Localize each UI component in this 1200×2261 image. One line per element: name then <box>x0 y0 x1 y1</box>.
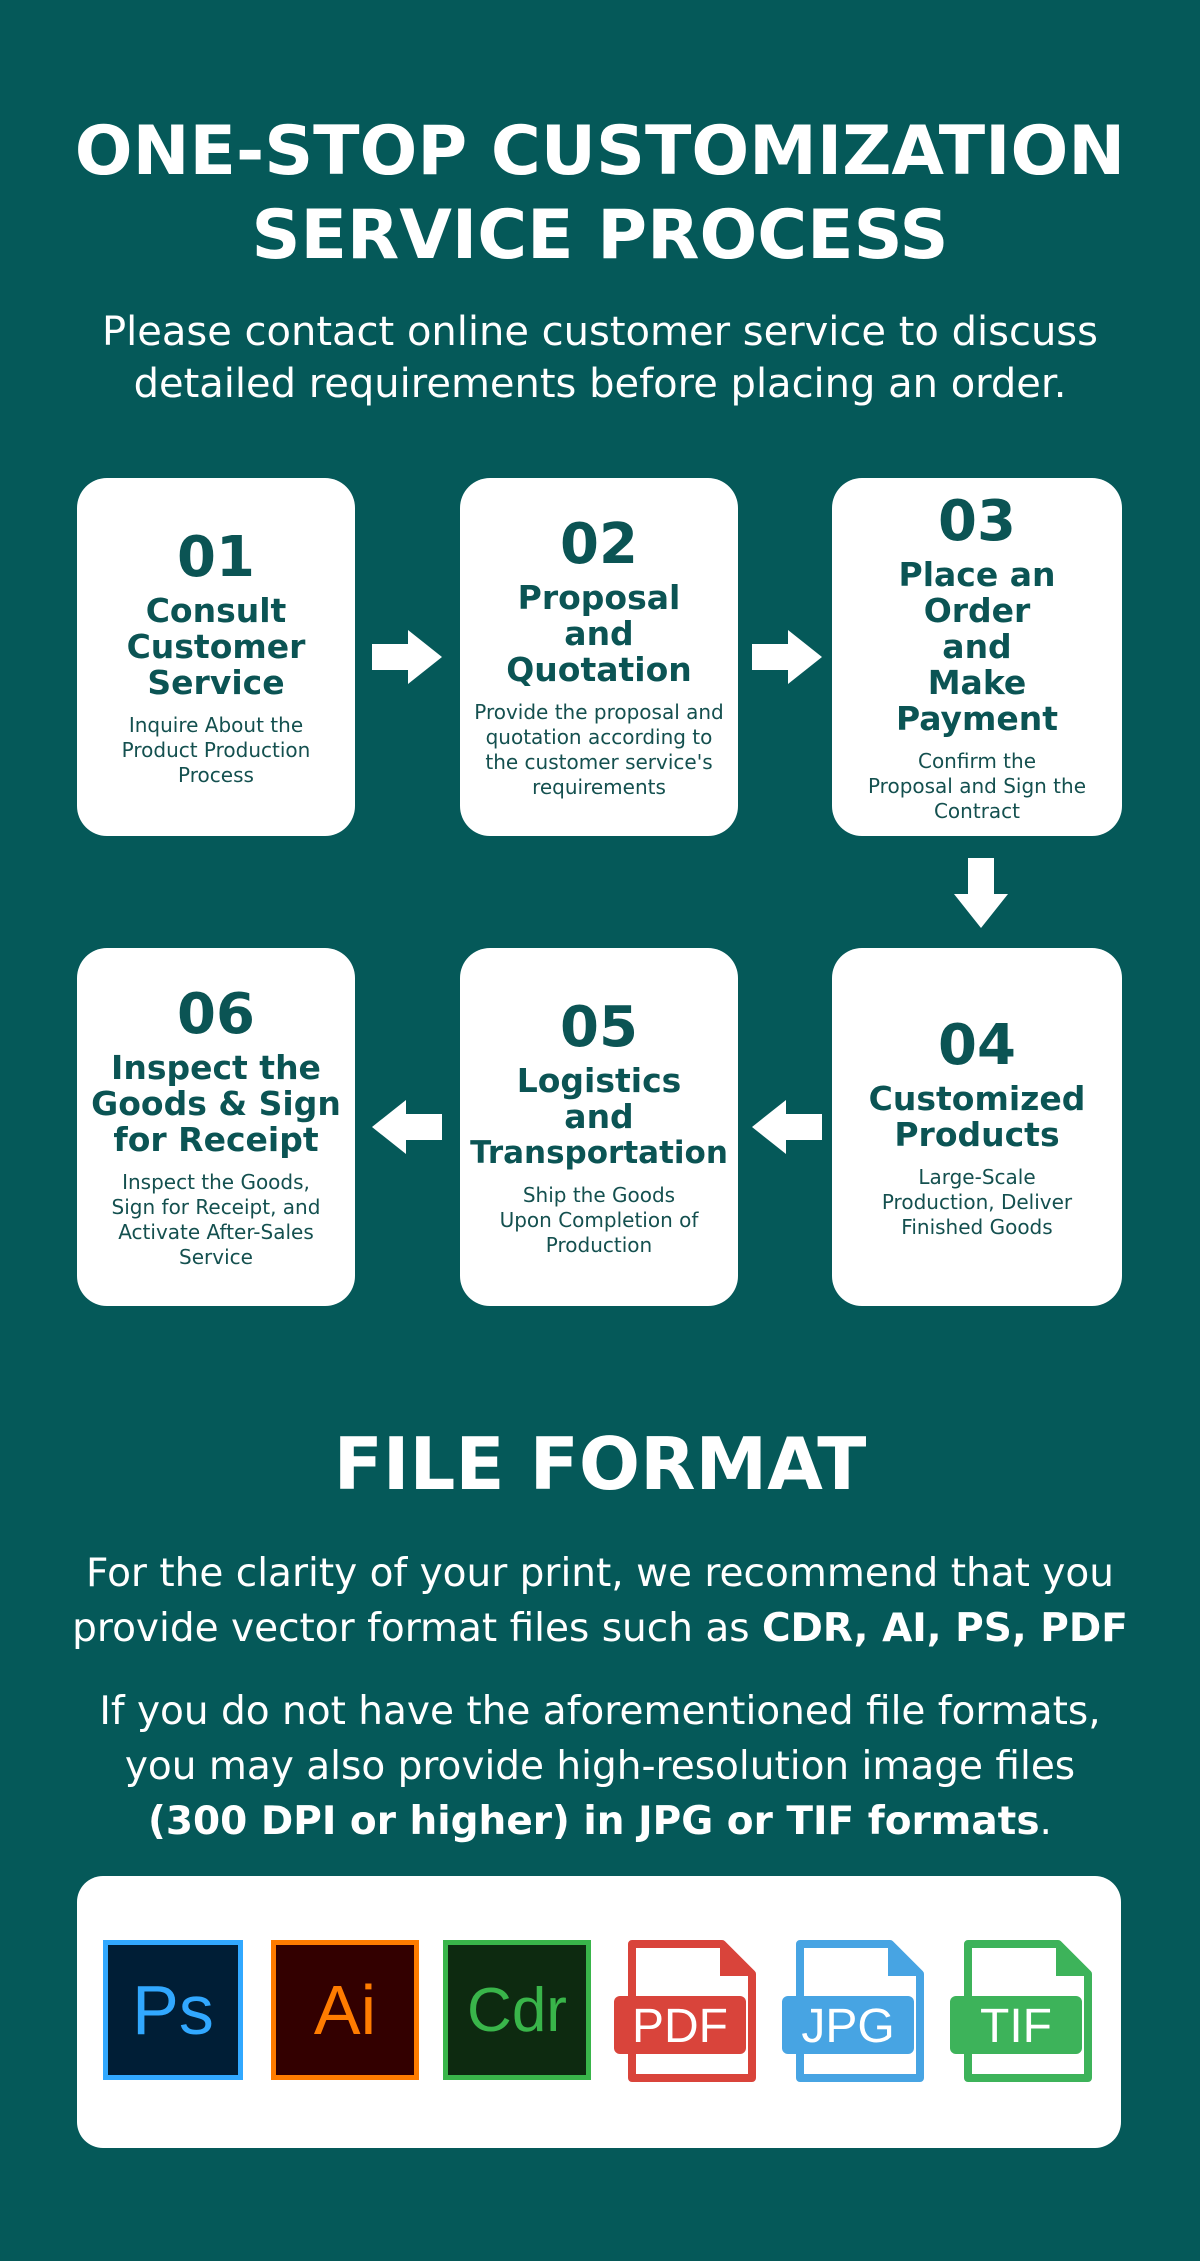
step-card-05: 05 Logistics and Transportation Ship the… <box>460 948 738 1306</box>
step-description: Ship the Goods Upon Completion of Produc… <box>500 1183 699 1258</box>
step-description: Inquire About the Product Production Pro… <box>122 713 311 788</box>
paragraph-line: If you do not have the aforementioned fi… <box>99 1689 1101 1734</box>
step-description: Large-Scale Production, Deliver Finished… <box>882 1165 1072 1240</box>
step-desc-line: Sign for Receipt, and <box>111 1195 321 1219</box>
page-title: ONE-STOP CUSTOMIZATION SERVICE PROCESS <box>0 110 1200 278</box>
arrow-down-icon <box>954 858 1008 928</box>
image-format-paragraph: If you do not have the aforementioned fi… <box>60 1684 1140 1849</box>
step-number: 04 <box>938 1012 1016 1078</box>
step-title-line: Inspect the <box>111 1048 321 1087</box>
step-title-line: and <box>564 1096 634 1136</box>
step-desc-line: Upon Completion of <box>499 1207 699 1232</box>
jpg-file-label: JPG <box>801 2000 894 2053</box>
subtitle-line: detailed requirements before placing an … <box>133 361 1067 407</box>
paragraph-line: For the clarity of your print, we recomm… <box>86 1551 1114 1596</box>
tif-file-icon: TIF <box>950 1940 1092 2082</box>
step-desc-line: Ship the Goods <box>522 1182 676 1207</box>
photoshop-icon: Ps <box>103 1940 243 2080</box>
step-desc-line: Process <box>178 762 254 787</box>
step-title: Customized Products <box>868 1078 1086 1154</box>
step-description: Confirm the Proposal and Sign the Contra… <box>868 749 1086 824</box>
pdf-file-icon: PDF <box>614 1940 756 2082</box>
step-number: 05 <box>560 994 638 1060</box>
arrow-left-icon <box>752 1100 822 1154</box>
step-description: Inspect the Goods, Sign for Receipt, and… <box>112 1170 321 1270</box>
step-desc-line: Inspect the Goods, <box>122 1170 310 1194</box>
vector-format-paragraph: For the clarity of your print, we recomm… <box>60 1546 1140 1656</box>
jpg-file-icon: JPG <box>782 1940 924 2082</box>
step-title-line: and <box>942 626 1012 666</box>
paragraph-line: provide vector format files such as <box>72 1606 762 1651</box>
step-number: 02 <box>560 512 638 577</box>
step-desc-line: Large-Scale <box>918 1164 1036 1189</box>
step-desc-line: Finished Goods <box>901 1214 1053 1239</box>
step-title-line: for Receipt <box>113 1120 319 1159</box>
step-desc-line: quotation according to <box>485 725 713 749</box>
step-title-line: Quotation <box>506 650 692 689</box>
step-title-line: Goods & Sign <box>91 1084 341 1123</box>
step-title-line: Make Payment <box>895 662 1059 738</box>
step-title-line: Logistics <box>516 1060 682 1100</box>
step-title-line: Place an Order <box>898 554 1056 630</box>
step-card-06: 06 Inspect the Goods & Sign for Receipt … <box>77 948 355 1306</box>
step-card-02: 02 Proposal and Quotation Provide the pr… <box>460 478 738 836</box>
step-desc-line: Activate After-Sales <box>118 1220 314 1244</box>
image-formats-text: (300 DPI or higher) in JPG or TIF format… <box>148 1799 1040 1844</box>
step-card-04: 04 Customized Products Large-Scale Produ… <box>832 948 1122 1306</box>
step-title-line: Service <box>147 662 285 702</box>
page-subtitle: Please contact online customer service t… <box>80 306 1120 410</box>
step-title: Consult Customer Service <box>126 590 306 702</box>
step-title-line: Customized <box>868 1078 1086 1118</box>
title-line: ONE-STOP CUSTOMIZATION <box>74 112 1126 191</box>
paragraph-line: you may also provide high-resolution ima… <box>124 1744 1076 1789</box>
photoshop-icon-label: Ps <box>132 1971 214 2049</box>
step-desc-line: Contract <box>933 798 1021 823</box>
step-title-line: Products <box>894 1114 1060 1154</box>
paragraph-period: . <box>1039 1799 1052 1844</box>
step-number: 01 <box>177 524 255 590</box>
step-desc-line: Production <box>545 1232 653 1257</box>
coreldraw-icon: Cdr <box>443 1940 591 2080</box>
step-description: Provide the proposal and quotation accor… <box>474 700 724 800</box>
step-desc-line: Proposal and Sign the <box>867 773 1087 798</box>
pdf-file-label: PDF <box>632 2000 728 2053</box>
step-card-01: 01 Consult Customer Service Inquire Abou… <box>77 478 355 836</box>
subtitle-line: Please contact online customer service t… <box>102 309 1098 355</box>
step-number: 03 <box>938 488 1016 554</box>
file-format-title: FILE FORMAT <box>333 1422 867 1506</box>
step-title: Logistics and Transportation <box>470 1060 728 1171</box>
step-desc-line: Production, Deliver <box>881 1189 1073 1214</box>
arrow-left-icon <box>372 1100 442 1154</box>
tif-file-label: TIF <box>980 2000 1052 2053</box>
step-desc-line: Product Production <box>121 737 311 762</box>
step-title-line: Transportation <box>470 1134 728 1171</box>
illustrator-icon: Ai <box>271 1940 419 2080</box>
step-title: Proposal and Quotation <box>506 580 692 688</box>
step-title: Inspect the Goods & Sign for Receipt <box>91 1050 341 1158</box>
arrow-right-icon <box>752 630 822 684</box>
step-desc-line: requirements <box>532 775 666 799</box>
illustrator-icon-label: Ai <box>313 1971 377 2049</box>
step-title: Place an Order and Make Payment <box>842 554 1112 738</box>
arrow-right-icon <box>372 630 442 684</box>
coreldraw-icon-label: Cdr <box>467 1975 567 2045</box>
step-title-line: and <box>564 614 634 653</box>
step-title-line: Customer <box>126 626 306 666</box>
step-title-line: Proposal <box>517 578 681 617</box>
step-title-line: Consult <box>145 590 287 630</box>
step-desc-line: the customer service's <box>485 750 713 774</box>
title-line: SERVICE PROCESS <box>251 196 949 275</box>
vector-formats-text: CDR, AI, PS, PDF <box>761 1606 1128 1651</box>
step-number: 06 <box>177 982 255 1047</box>
step-desc-line: Inquire About the <box>128 712 304 737</box>
step-card-03: 03 Place an Order and Make Payment Confi… <box>832 478 1122 836</box>
step-desc-line: Provide the proposal and <box>474 700 724 724</box>
step-desc-line: Confirm the <box>917 748 1036 773</box>
step-desc-line: Service <box>179 1245 253 1269</box>
file-format-icons-panel <box>77 1876 1121 2148</box>
